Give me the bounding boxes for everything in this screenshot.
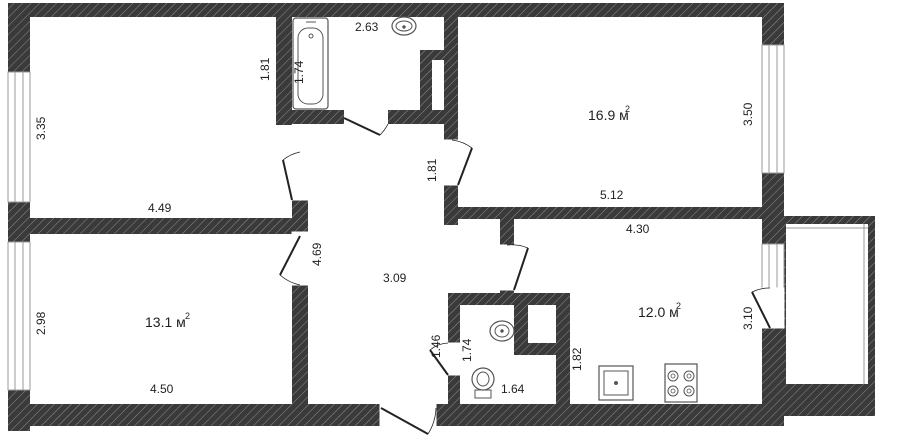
- door-room-top-right: [443, 139, 473, 186]
- dim-wc-width: 1.64: [501, 382, 525, 396]
- area-room-bottom-right-sup: 2: [676, 301, 681, 311]
- door-room-bottom-right: [499, 244, 529, 291]
- dim-room-bl-height: 2.98: [34, 311, 48, 335]
- dim-room-tl-width: 4.49: [148, 201, 172, 215]
- dim-room-br-height: 3.10: [741, 306, 755, 330]
- doors: [279, 110, 785, 435]
- dim-hall-wall: 1.81: [425, 158, 439, 182]
- area-room-top-right-sup: 2: [625, 104, 630, 114]
- area-room-bottom-left-sup: 2: [185, 311, 190, 321]
- stove-icon: [664, 363, 698, 403]
- area-room-bottom-right: 12.0 м: [638, 304, 679, 320]
- area-room-bottom-left: 13.1 м: [145, 314, 186, 330]
- door-room-bottom-left: [279, 231, 309, 286]
- dim-room-br-width: 4.30: [626, 222, 650, 236]
- dim-wc-height: 1.74: [460, 338, 474, 362]
- dim-wc-side: 1.82: [570, 347, 584, 371]
- dim-bath-height: 1.81: [258, 57, 272, 81]
- door-room-top-left: [282, 149, 309, 201]
- washbasin-icon: [391, 16, 417, 36]
- dim-room-tr-width: 5.12: [600, 188, 624, 202]
- door-entrance: [379, 403, 437, 435]
- balcony: [784, 216, 875, 416]
- area-room-top-right: 16.9 м: [588, 107, 629, 123]
- dim-room-bl-width: 4.50: [150, 382, 174, 396]
- dim-wc-outer: 1.46: [429, 334, 443, 358]
- wc-sink-icon: [489, 320, 515, 342]
- door-wc: [429, 342, 461, 376]
- toilet-icon: [471, 367, 495, 399]
- dim-bathtub-length: 1.74: [292, 60, 306, 84]
- dim-bath-width: 2.63: [355, 20, 379, 34]
- bathtub-icon: [292, 17, 329, 110]
- area-labels: 16.9 м 2 13.1 м 2 12.0 м 2: [145, 104, 681, 330]
- dim-hall-height: 4.69: [310, 242, 324, 266]
- dim-room-tr-height: 3.50: [741, 102, 755, 126]
- dim-hall-width: 3.09: [383, 271, 407, 285]
- dim-room-tl-height: 3.35: [34, 116, 48, 140]
- windows: [7, 44, 785, 391]
- interior-walls: [30, 15, 762, 415]
- kitchen-sink-icon: [598, 365, 634, 401]
- door-bathroom: [343, 110, 389, 136]
- fixtures: [292, 16, 698, 403]
- dimension-labels: 2.63 1.81 1.74 3.35 4.49 3.50 5.12 1.81 …: [34, 20, 755, 396]
- door-balcony: [751, 287, 785, 329]
